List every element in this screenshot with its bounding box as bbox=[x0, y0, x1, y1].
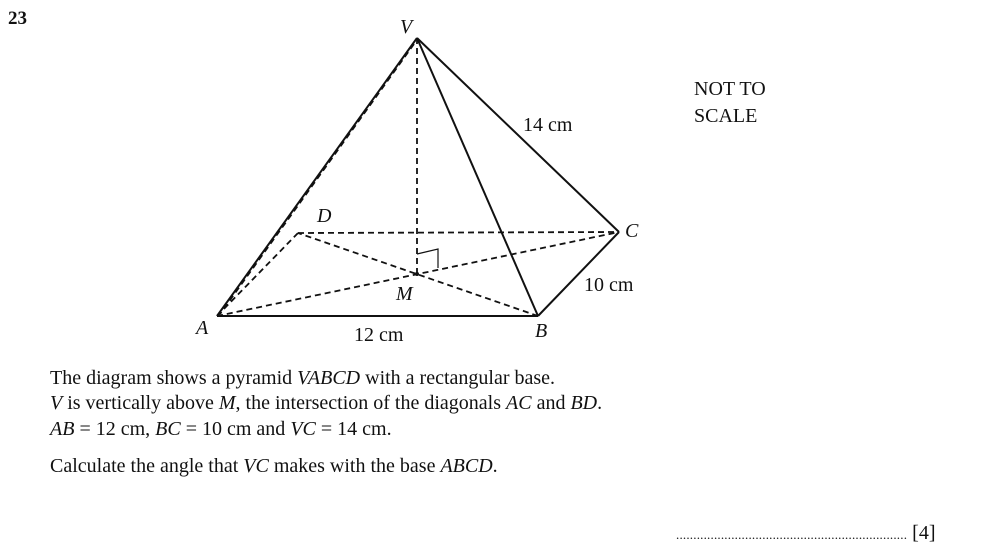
label-C: C bbox=[625, 220, 639, 242]
math-symbol: M bbox=[218, 392, 236, 414]
text-segment: with a rectangular base. bbox=[360, 367, 556, 389]
right-angle-mark bbox=[416, 248, 439, 268]
text-segment: = 10 cm and bbox=[180, 418, 291, 440]
question-instruction: Calculate the angle that VC makes with t… bbox=[50, 455, 498, 478]
math-symbol: ABCD bbox=[440, 455, 493, 477]
edge-VA bbox=[216, 37, 418, 317]
question-text-line-3: AB = 12 cm, BC = 10 cm and VC = 14 cm. bbox=[50, 418, 392, 441]
text-segment: The diagram shows a pyramid bbox=[50, 367, 298, 389]
math-symbol: VC bbox=[290, 418, 316, 440]
label-D: D bbox=[317, 205, 332, 227]
question-text-line-2: V is vertically above M, the intersectio… bbox=[50, 392, 602, 415]
text-segment: is vertically above bbox=[62, 392, 219, 414]
text-segment: Calculate the angle that bbox=[50, 455, 244, 477]
math-symbol: AC bbox=[506, 392, 532, 414]
diagonal-BD bbox=[297, 232, 539, 317]
label-BC-length: 10 cm bbox=[584, 274, 634, 296]
question-text-line-1: The diagram shows a pyramid VABCD with a… bbox=[50, 367, 555, 390]
text-segment: = 14 cm. bbox=[315, 418, 392, 440]
edge-VB bbox=[416, 37, 539, 317]
edge-BC bbox=[537, 231, 620, 317]
answer-area: ........................................… bbox=[676, 522, 935, 545]
edge-VC bbox=[416, 37, 620, 233]
label-V: V bbox=[400, 16, 413, 38]
math-symbol: VC bbox=[243, 455, 269, 477]
text-segment: . bbox=[492, 455, 498, 477]
question-number: 23 bbox=[8, 8, 27, 29]
marks-label: [4] bbox=[912, 522, 936, 544]
answer-line[interactable]: ........................................… bbox=[676, 527, 908, 542]
math-symbol: AB bbox=[50, 418, 75, 440]
text-segment: , the intersection of the diagonals bbox=[235, 392, 506, 414]
label-VC-length: 14 cm bbox=[523, 114, 573, 136]
math-symbol: V bbox=[50, 392, 63, 414]
label-B: B bbox=[535, 320, 548, 342]
note-line-1: NOT TO bbox=[694, 78, 766, 100]
label-M: M bbox=[396, 283, 413, 305]
math-symbol: BD bbox=[570, 392, 598, 414]
edge-VD bbox=[219, 43, 415, 315]
not-to-scale-note: NOT TO SCALE bbox=[694, 76, 766, 130]
text-segment: = 12 cm, bbox=[74, 418, 156, 440]
edge-DC bbox=[297, 231, 620, 234]
label-A: A bbox=[196, 317, 209, 339]
math-symbol: BC bbox=[155, 418, 181, 440]
note-line-2: SCALE bbox=[694, 105, 758, 127]
edge-AD bbox=[216, 232, 299, 317]
text-segment: makes with the base bbox=[268, 455, 441, 477]
math-symbol: VABCD bbox=[297, 367, 361, 389]
text-segment: and bbox=[531, 392, 571, 414]
text-segment: . bbox=[597, 392, 603, 414]
point-M bbox=[415, 272, 419, 276]
label-AB-length: 12 cm bbox=[354, 324, 404, 346]
